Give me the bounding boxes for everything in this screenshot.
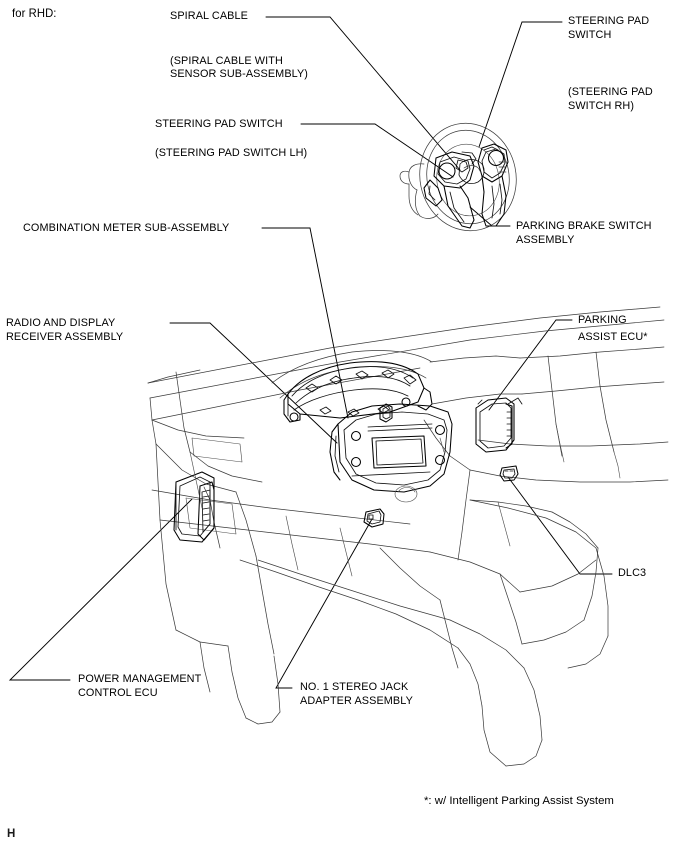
label-parking-assist-ecu-line2: ASSIST ECU* [578,331,648,343]
label-radio-display-line1: RADIO AND DISPLAY [6,317,116,329]
label-power-management-ecu-line2: CONTROL ECU [78,687,158,699]
label-parking-assist-ecu-line1: PARKING [578,314,627,326]
steering-pad-switch-lh-part [423,151,477,229]
label-spiral-cable-sub-line1: (SPIRAL CABLE WITH [170,55,283,67]
instrument-panel-body [147,306,669,767]
label-parking-brake-switch-line1: PARKING BRAKE SWITCH [516,220,652,232]
steering-pad-switch-rh-part [477,143,509,227]
leader-combination-meter [261,227,349,419]
label-spiral-cable: SPIRAL CABLE [170,10,248,22]
leader-spiral-cable [265,16,461,171]
label-spiral-cable-sub-line2: SENSOR SUB-ASSEMBLY) [170,68,309,80]
radio-display-receiver-part [329,403,453,493]
label-parking-brake-switch-line2: ASSEMBLY [516,234,575,246]
leader-power-management-ecu [8,498,193,681]
leader-radio-display [169,322,338,444]
label-combination-meter-sub-assembly: COMBINATION METER SUB-ASSEMBLY [23,222,230,234]
label-steering-pad-switch-lh: STEERING PAD SWITCH [155,118,283,130]
label-steering-pad-switch-rh-sub-line2: SWITCH RH) [568,100,635,112]
page-corner-mark: H [7,828,16,840]
parking-brake-switch-part [379,403,393,423]
label-dlc3: DLC3 [618,567,647,579]
label-steering-pad-switch-rh-line1: STEERING PAD [568,15,650,27]
leader-stereo-jack-adapter [275,518,373,689]
label-power-management-ecu-line1: POWER MANAGEMENT [78,673,202,685]
label-steering-pad-switch-lh-sub: (STEERING PAD SWITCH LH) [155,147,308,159]
leader-lines [8,16,613,689]
leader-steering-pad-switch-rh [478,21,563,148]
leader-dlc3 [507,476,613,575]
label-steering-pad-switch-rh-line2: SWITCH [568,29,612,41]
leader-parking-assist-ecu [488,319,573,411]
stereo-jack-adapter-part [363,508,385,528]
leader-steering-pad-switch-lh [300,123,454,178]
power-management-ecu-part [173,471,215,543]
label-stereo-jack-adapter-line1: NO. 1 STEREO JACK [300,681,409,693]
label-steering-pad-switch-rh-sub-line1: (STEERING PAD [568,86,653,98]
variant-note: for RHD: [12,7,57,20]
label-radio-display-line2: RECEIVER ASSEMBLY [6,331,124,343]
parking-assist-ecu-part [475,397,523,453]
dlc3-part [499,465,519,482]
footnote-text: *: w/ Intelligent Parking Assist System [424,795,614,807]
steering-wheel-assembly [399,122,517,232]
label-stereo-jack-adapter-line2: ADAPTER ASSEMBLY [300,695,413,707]
